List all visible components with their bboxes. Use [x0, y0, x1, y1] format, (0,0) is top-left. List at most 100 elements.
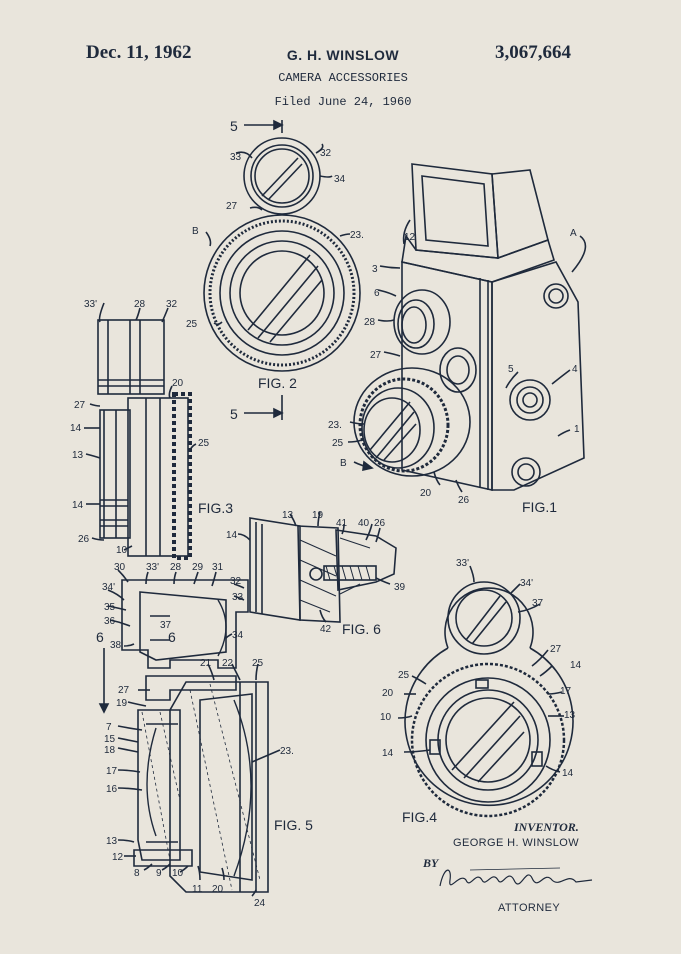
fig5-drawing: [98, 569, 281, 897]
fig3-drawing: [84, 302, 197, 560]
ref-36-fig5: 36: [104, 616, 116, 627]
attorney-label: ATTORNEY: [498, 902, 561, 914]
ref-16-fig5: 16: [106, 784, 118, 795]
ref-9-fig5: 9: [156, 868, 162, 879]
ref-35-fig5: 35: [104, 602, 116, 613]
fig4-drawing: [397, 565, 574, 818]
ref-32-fig5: 32: [230, 576, 242, 587]
ref-14-fig4-right: 14: [562, 768, 574, 779]
ref-33p-fig5: 33': [146, 562, 159, 573]
ref-10-fig4: 10: [380, 712, 392, 723]
ref-29-fig5: 29: [192, 562, 204, 573]
ref-27-fig1: 27: [370, 350, 382, 361]
fig4-label: FIG.4: [402, 809, 437, 825]
ref-27-fig2: 27: [226, 201, 238, 212]
ref-20-fig1: 20: [420, 488, 432, 499]
fig1-drawing: [347, 163, 587, 493]
inventor-name: GEORGE H. WINSLOW: [453, 837, 579, 849]
ref-34p-fig4: 34': [520, 578, 533, 589]
ref-14-fig3-top: 14: [70, 423, 82, 434]
ref-23-fig5: 23.: [280, 746, 294, 757]
ref-13-fig3: 13: [72, 450, 84, 461]
ref-14-fig3-bottom: 14: [72, 500, 84, 511]
ref-41-fig6: 41: [336, 518, 348, 529]
ref-27-fig4: 27: [550, 644, 562, 655]
ref-13-fig6: 13: [282, 510, 294, 521]
section-mark-5-top: 5: [230, 118, 238, 134]
attorney-signature: [439, 869, 593, 887]
inventor-header: G. H. WINSLOW: [286, 47, 400, 63]
fig1-label: FIG.1: [522, 499, 557, 515]
signature-stroke: [469, 867, 561, 871]
ref-42-fig6: 42: [320, 624, 332, 635]
ref-28-fig5: 28: [170, 562, 182, 573]
ref-34-fig5: 34: [232, 630, 244, 641]
ref-26-fig1: 26: [458, 495, 470, 506]
filed-date: Filed June 24, 1960: [274, 95, 412, 109]
ref-3-fig1: 3: [372, 264, 378, 275]
inventor-label: INVENTOR.: [514, 820, 579, 834]
patent-date: Dec. 11, 1962: [86, 42, 192, 63]
ref-25-fig3: 25: [198, 438, 210, 449]
ref-25-fig1: 25: [332, 438, 344, 449]
ref-27-fig5: 27: [118, 685, 130, 696]
ref-14-fig4-left: 14: [382, 748, 394, 759]
ref-17-fig5: 17: [106, 766, 118, 777]
ref-20-fig5: 20: [212, 884, 224, 895]
ref-33p-fig3: 33': [84, 299, 97, 310]
ref-34p-fig5: 34': [102, 582, 115, 593]
ref-32-fig2: 32: [320, 148, 332, 159]
ref-14-fig6: 14: [226, 530, 238, 541]
ref-25-fig2: 25: [186, 319, 198, 330]
ref-33-fig5: 33: [232, 592, 244, 603]
ref-24-fig5: 24: [254, 898, 266, 909]
ref-34-fig2: 34: [334, 174, 346, 185]
ref-31-fig5: 31: [212, 562, 224, 573]
ref-25-fig4: 25: [398, 670, 410, 681]
ref-22-fig5: 22: [222, 658, 234, 669]
ref-15-fig5: 15: [104, 734, 116, 745]
ref-21-fig5: 21: [200, 658, 212, 669]
ref-4-fig1: 4: [572, 364, 578, 375]
ref-38-fig5: 38: [110, 640, 122, 651]
ref-32-fig3: 32: [166, 299, 178, 310]
ref-13-fig5: 13: [106, 836, 118, 847]
ref-17-fig4: 17: [560, 686, 572, 697]
ref-20-fig4: 20: [382, 688, 394, 699]
ref-19-fig5: 19: [116, 698, 128, 709]
patent-number: 3,067,664: [495, 42, 571, 63]
ref-10-fig3: 10: [116, 545, 128, 556]
ref-20-fig3: 20: [172, 378, 184, 389]
ref-8-fig5: 8: [134, 868, 140, 879]
ref-23-fig1: 23.: [328, 420, 342, 431]
ref-28-fig1: 28: [364, 317, 376, 328]
fig6-label: FIG. 6: [342, 621, 381, 637]
ref-39-fig6: 39: [394, 582, 406, 593]
ref-B-fig1: B: [340, 458, 347, 469]
patent-title: CAMERA ACCESSORIES: [278, 71, 408, 85]
ref-13-fig4: 13: [564, 710, 576, 721]
section-mark-6-left: 6: [96, 629, 104, 645]
ref-37-fig4: 37: [532, 598, 544, 609]
fig2-drawing: [203, 119, 361, 420]
ref-B-fig2: B: [192, 226, 199, 237]
ref-19-fig6: 19: [312, 510, 324, 521]
section-mark-6-center: 6: [168, 629, 176, 645]
ref-12-fig1: 12: [404, 232, 416, 243]
ref-40-fig6: 40: [358, 518, 370, 529]
fig2-label: FIG. 2: [258, 375, 297, 391]
ref-27-fig3: 27: [74, 400, 86, 411]
fig6-drawing: [237, 511, 397, 623]
ref-23-fig2: 23.: [350, 230, 364, 241]
ref-37-fig5: 37: [160, 620, 172, 631]
fig5-label: FIG. 5: [274, 817, 313, 833]
ref-30-fig5: 30: [114, 562, 126, 573]
ref-10-fig5: 10: [172, 868, 184, 879]
ref-25-fig5: 25: [252, 658, 264, 669]
ref-7-fig5: 7: [106, 722, 112, 733]
ref-26-fig6: 26: [374, 518, 386, 529]
ref-33p-fig4: 33': [456, 558, 469, 569]
ref-28-fig3: 28: [134, 299, 146, 310]
